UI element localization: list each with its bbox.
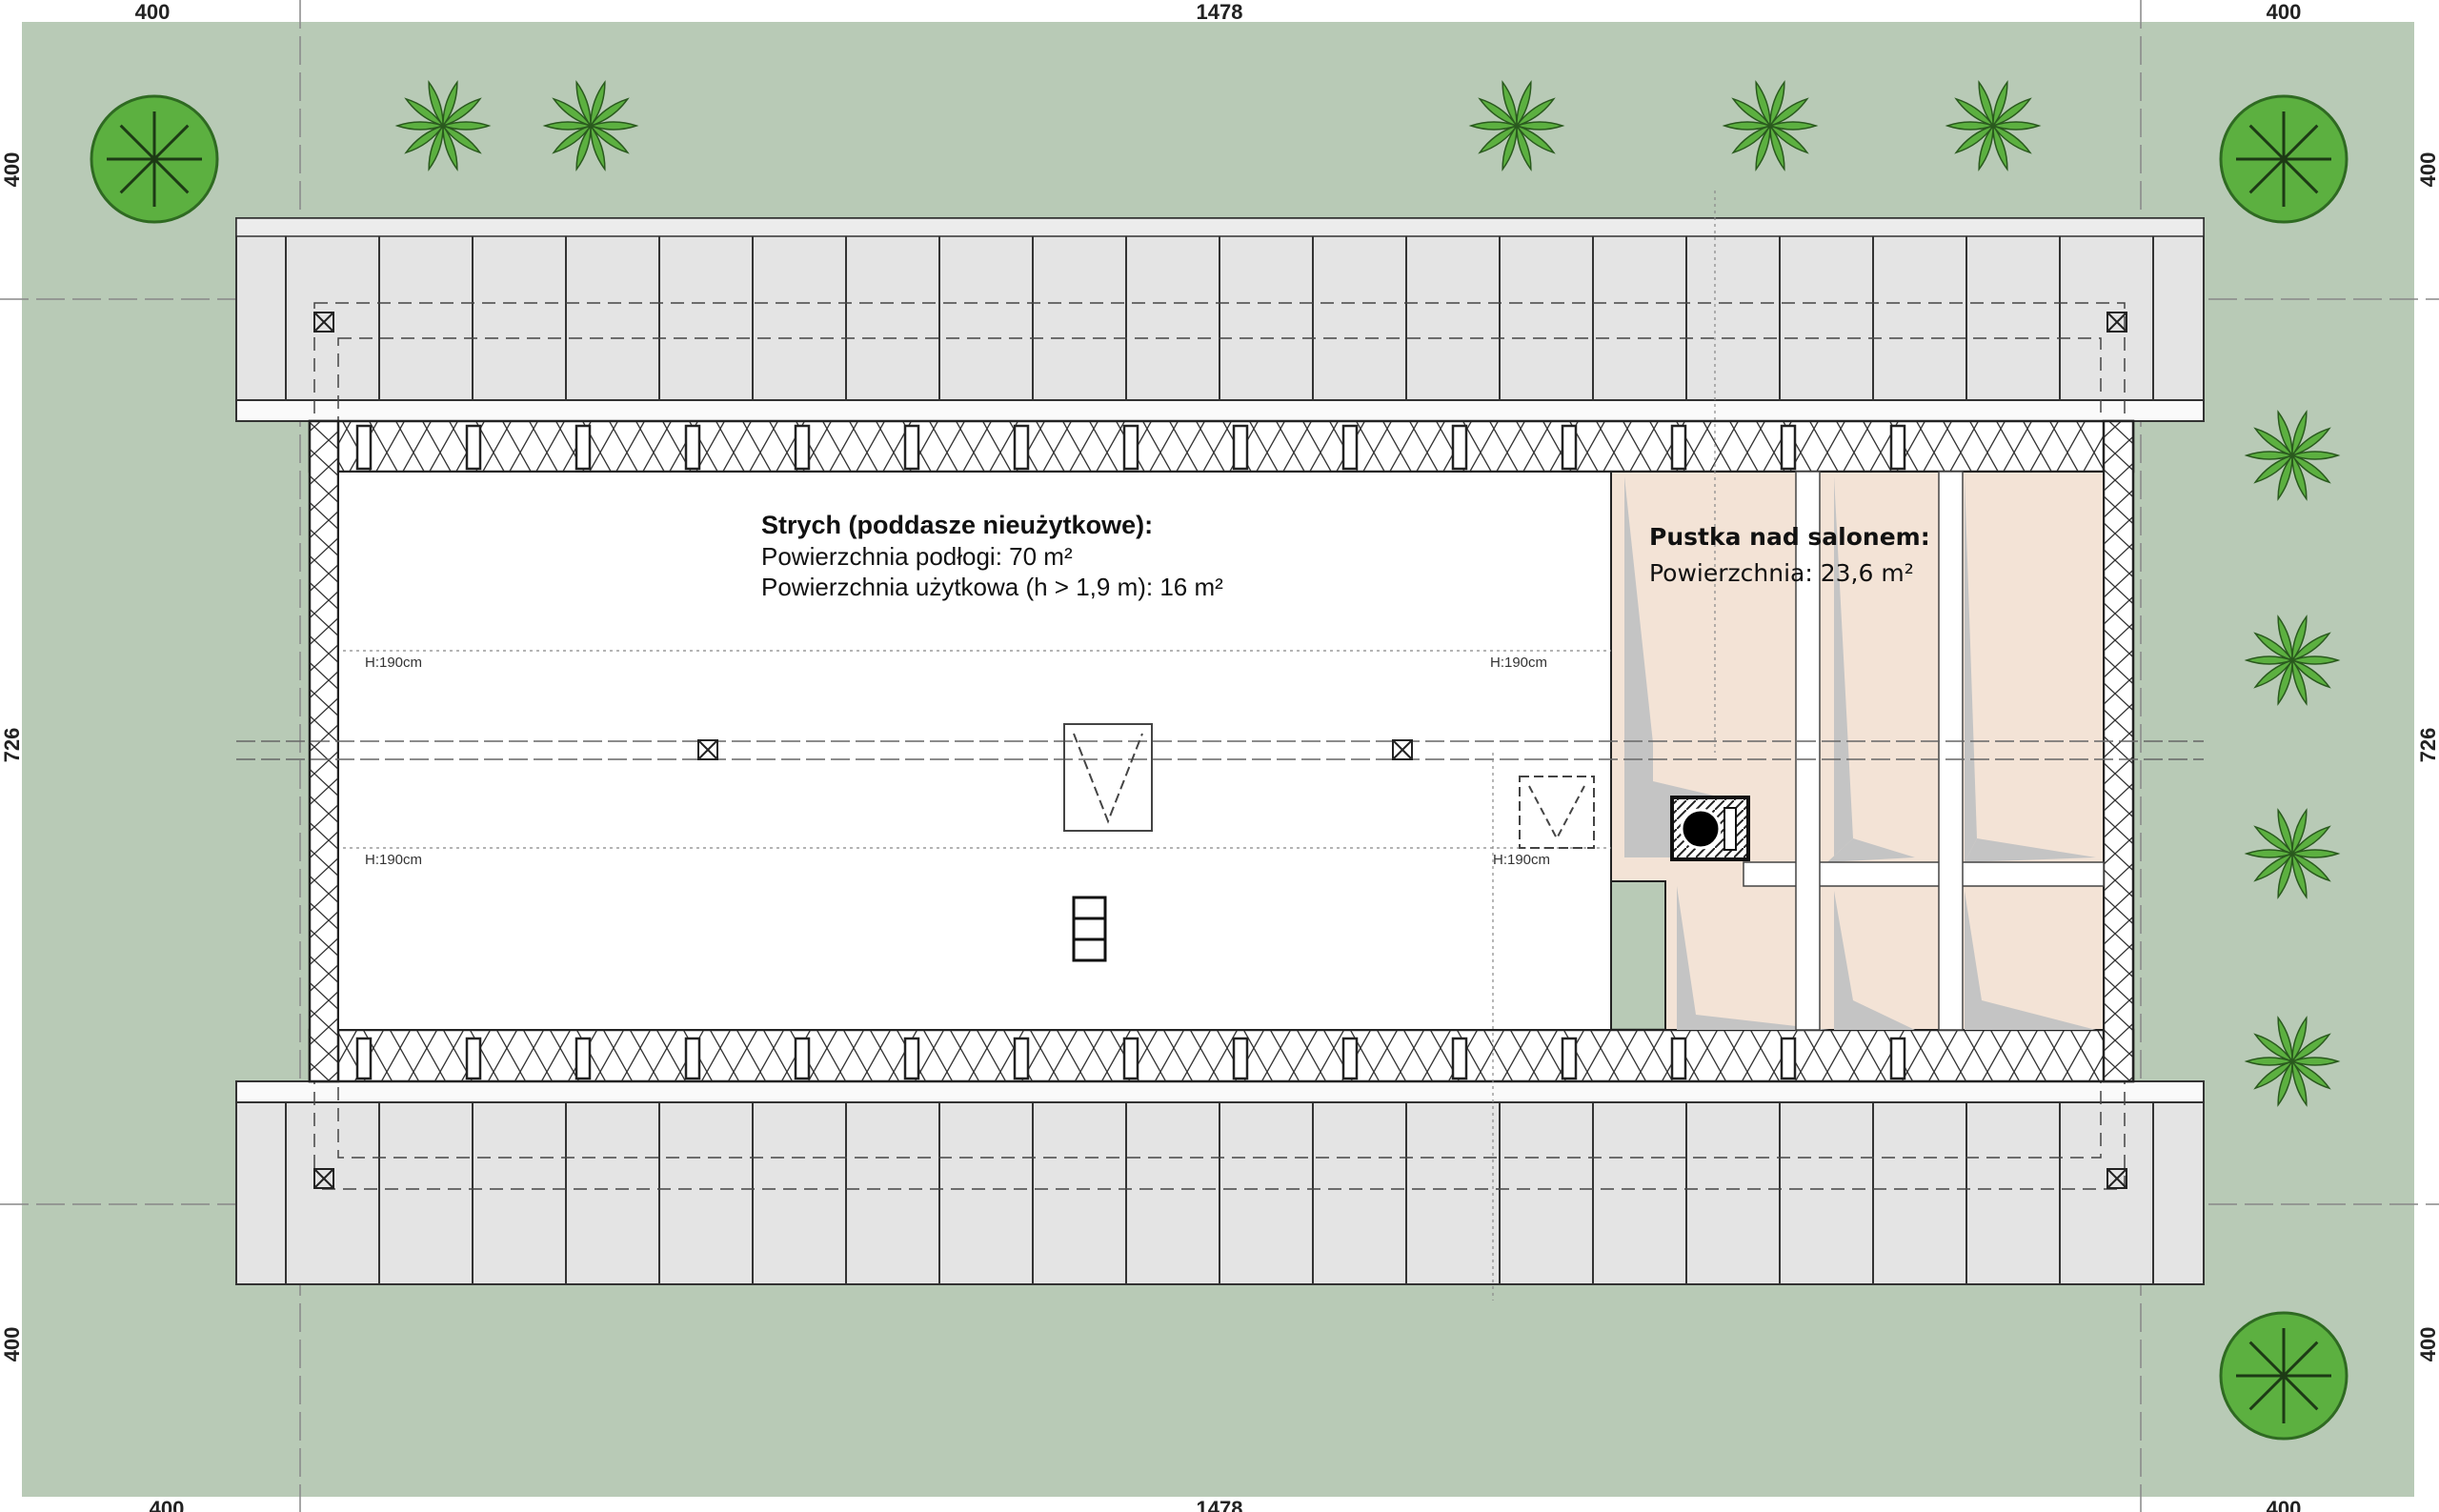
attic-hatch <box>1072 896 1107 962</box>
plant-icon <box>2244 1016 2341 1107</box>
height-label: H:190cm <box>365 655 422 671</box>
dimension-right-middle: 726 <box>2416 728 2439 763</box>
corner-markers <box>313 312 2127 1189</box>
rafter <box>1561 1037 1578 1080</box>
plant-icon <box>394 80 492 171</box>
rafter <box>684 424 701 471</box>
ridge-beam <box>236 740 2204 760</box>
tree-icon <box>90 94 219 224</box>
plant-icon <box>2244 808 2341 899</box>
attic-floor-area: Powierzchnia podłogi: 70 m² <box>761 542 1073 571</box>
plant-icon <box>1722 80 1819 171</box>
height-label: H:190cm <box>1493 852 1550 868</box>
void-over-living-room <box>1610 471 2105 1031</box>
dimension-top-right: 400 <box>2267 0 2302 24</box>
rafter <box>1889 424 1906 471</box>
rafter <box>1122 1037 1139 1080</box>
dimension-left-bottom: 400 <box>0 1327 24 1362</box>
rafter <box>1670 1037 1687 1080</box>
rafter <box>794 1037 811 1080</box>
rafter <box>1013 1037 1030 1080</box>
dimension-left-top: 400 <box>0 152 24 188</box>
attic-title: Strych (poddasze nieużytkowe): <box>761 511 1153 539</box>
roof-window <box>1063 723 1595 849</box>
rafter <box>1013 424 1030 471</box>
rafter <box>1561 424 1578 471</box>
roof-bottom <box>235 1080 2205 1285</box>
plant-icon <box>1945 80 2042 171</box>
rafter <box>1451 1037 1468 1080</box>
tree-icon <box>2219 1311 2348 1441</box>
void-title: Pustka nad salonem: <box>1649 523 1930 551</box>
rafter <box>794 424 811 471</box>
dimension-bottom-right: 400 <box>2267 1497 2302 1512</box>
dimension-right-bottom: 400 <box>2416 1327 2439 1362</box>
rafter <box>574 424 592 471</box>
dimension-bottom-left: 400 <box>150 1497 185 1512</box>
rafter <box>1780 424 1797 471</box>
height-label: H:190cm <box>365 852 422 868</box>
plant-icon <box>2244 410 2341 501</box>
rafter <box>903 1037 920 1080</box>
roof-top <box>235 217 2205 422</box>
rafter <box>574 1037 592 1080</box>
height-label: H:190cm <box>1490 655 1547 671</box>
rafter <box>903 424 920 471</box>
rafter <box>355 424 373 471</box>
rafter <box>1232 424 1249 471</box>
rafter <box>1670 424 1687 471</box>
rafter <box>1451 424 1468 471</box>
dimension-top-middle: 1478 <box>1197 0 1243 24</box>
plant-icon <box>2244 615 2341 706</box>
rafter <box>465 424 482 471</box>
void-area: Powierzchnia: 23,6 m² <box>1649 559 1914 587</box>
dimension-top-left: 400 <box>135 0 171 24</box>
tree-icon <box>2219 94 2348 224</box>
attic-usable-area: Powierzchnia użytkowa (h > 1,9 m): 16 m² <box>761 573 1223 601</box>
plant-icon <box>542 80 639 171</box>
rafter <box>1341 1037 1359 1080</box>
rafter <box>1232 1037 1249 1080</box>
posts <box>697 739 1413 760</box>
rafter <box>1341 424 1359 471</box>
rafter <box>465 1037 482 1080</box>
rafter <box>1122 424 1139 471</box>
rafter <box>684 1037 701 1080</box>
chimney <box>1670 796 1750 861</box>
plant-icon <box>1468 80 1565 171</box>
dimension-right-top: 400 <box>2416 152 2439 188</box>
rafter <box>355 1037 373 1080</box>
exterior-walls <box>308 419 2135 1083</box>
rafter <box>1780 1037 1797 1080</box>
height-lines <box>343 191 1716 1300</box>
vegetation <box>90 80 2348 1441</box>
dimension-left-middle: 726 <box>0 728 24 763</box>
rafter <box>1889 1037 1906 1080</box>
dimension-bottom-middle: 1478 <box>1197 1497 1243 1512</box>
